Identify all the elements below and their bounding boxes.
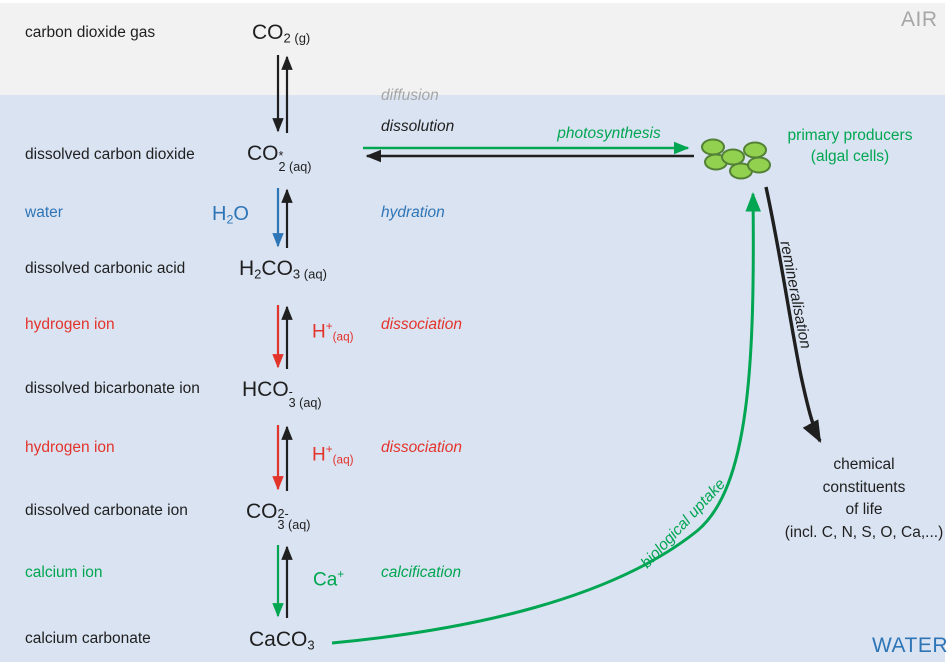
primary-producers-line1: primary producers bbox=[787, 127, 913, 144]
constituents-line2: constituents bbox=[822, 478, 906, 496]
air-region-label: AIR bbox=[901, 8, 938, 31]
label-dissolved-carbonic-acid: dissolved carbonic acid bbox=[25, 260, 186, 277]
label-calcium-carbonate: calcium carbonate bbox=[25, 630, 151, 647]
water-region-label: WATER bbox=[872, 634, 948, 657]
process-hydration: hydration bbox=[381, 204, 445, 221]
process-dissociation-2: dissociation bbox=[381, 439, 462, 456]
formula-h-plus-1: H+(aq) bbox=[312, 320, 354, 344]
process-calcification: calcification bbox=[381, 564, 462, 581]
remineralisation-arrow bbox=[764, 186, 822, 443]
air-region-band bbox=[0, 3, 945, 95]
process-diffusion: diffusion bbox=[381, 87, 439, 104]
algal-cells-icon bbox=[701, 138, 771, 180]
primary-producers-line2: (algal cells) bbox=[810, 148, 890, 165]
chemical-constituents-label: chemical constituents of life (incl. C, … bbox=[778, 454, 950, 544]
formula-caco3: CaCO3 bbox=[249, 628, 315, 653]
label-hydrogen-ion-2: hydrogen ion bbox=[25, 439, 115, 456]
label-dissolved-carbonate-ion: dissolved carbonate ion bbox=[25, 502, 188, 519]
constituents-line1: chemical bbox=[833, 456, 895, 473]
formula-h-plus-2: H+(aq) bbox=[312, 443, 354, 467]
label-dissolved-carbon-dioxide: dissolved carbon dioxide bbox=[25, 146, 195, 163]
biological-uptake-arrow bbox=[331, 192, 762, 645]
formula-ca-plus: Ca+ bbox=[313, 568, 345, 591]
process-dissolution: dissolution bbox=[381, 118, 455, 135]
label-calcium-ion: calcium ion bbox=[25, 564, 103, 581]
constituents-line4: (incl. C, N, S, O, Ca,...) bbox=[784, 523, 944, 541]
label-water: water bbox=[25, 204, 63, 221]
label-dissolved-bicarbonate-ion: dissolved bicarbonate ion bbox=[25, 380, 200, 397]
process-dissociation-1: dissociation bbox=[381, 316, 462, 333]
formula-h2o: H2O bbox=[212, 203, 249, 227]
label-carbon-dioxide-gas: carbon dioxide gas bbox=[25, 24, 156, 41]
primary-producers-label: primary producers (algal cells) bbox=[768, 125, 932, 167]
label-hydrogen-ion-1: hydrogen ion bbox=[25, 316, 115, 333]
process-photosynthesis: photosynthesis bbox=[557, 125, 661, 142]
constituents-line3: of life bbox=[845, 501, 883, 518]
formula-co2-gas: CO2 (g) bbox=[252, 21, 311, 46]
water-region-band bbox=[0, 95, 945, 662]
formula-h2co3: H2CO3 (aq) bbox=[239, 257, 327, 282]
formula-co2-aq: CO*2 (aq) bbox=[247, 142, 312, 174]
formula-hco3: HCO-3 (aq) bbox=[242, 378, 322, 410]
